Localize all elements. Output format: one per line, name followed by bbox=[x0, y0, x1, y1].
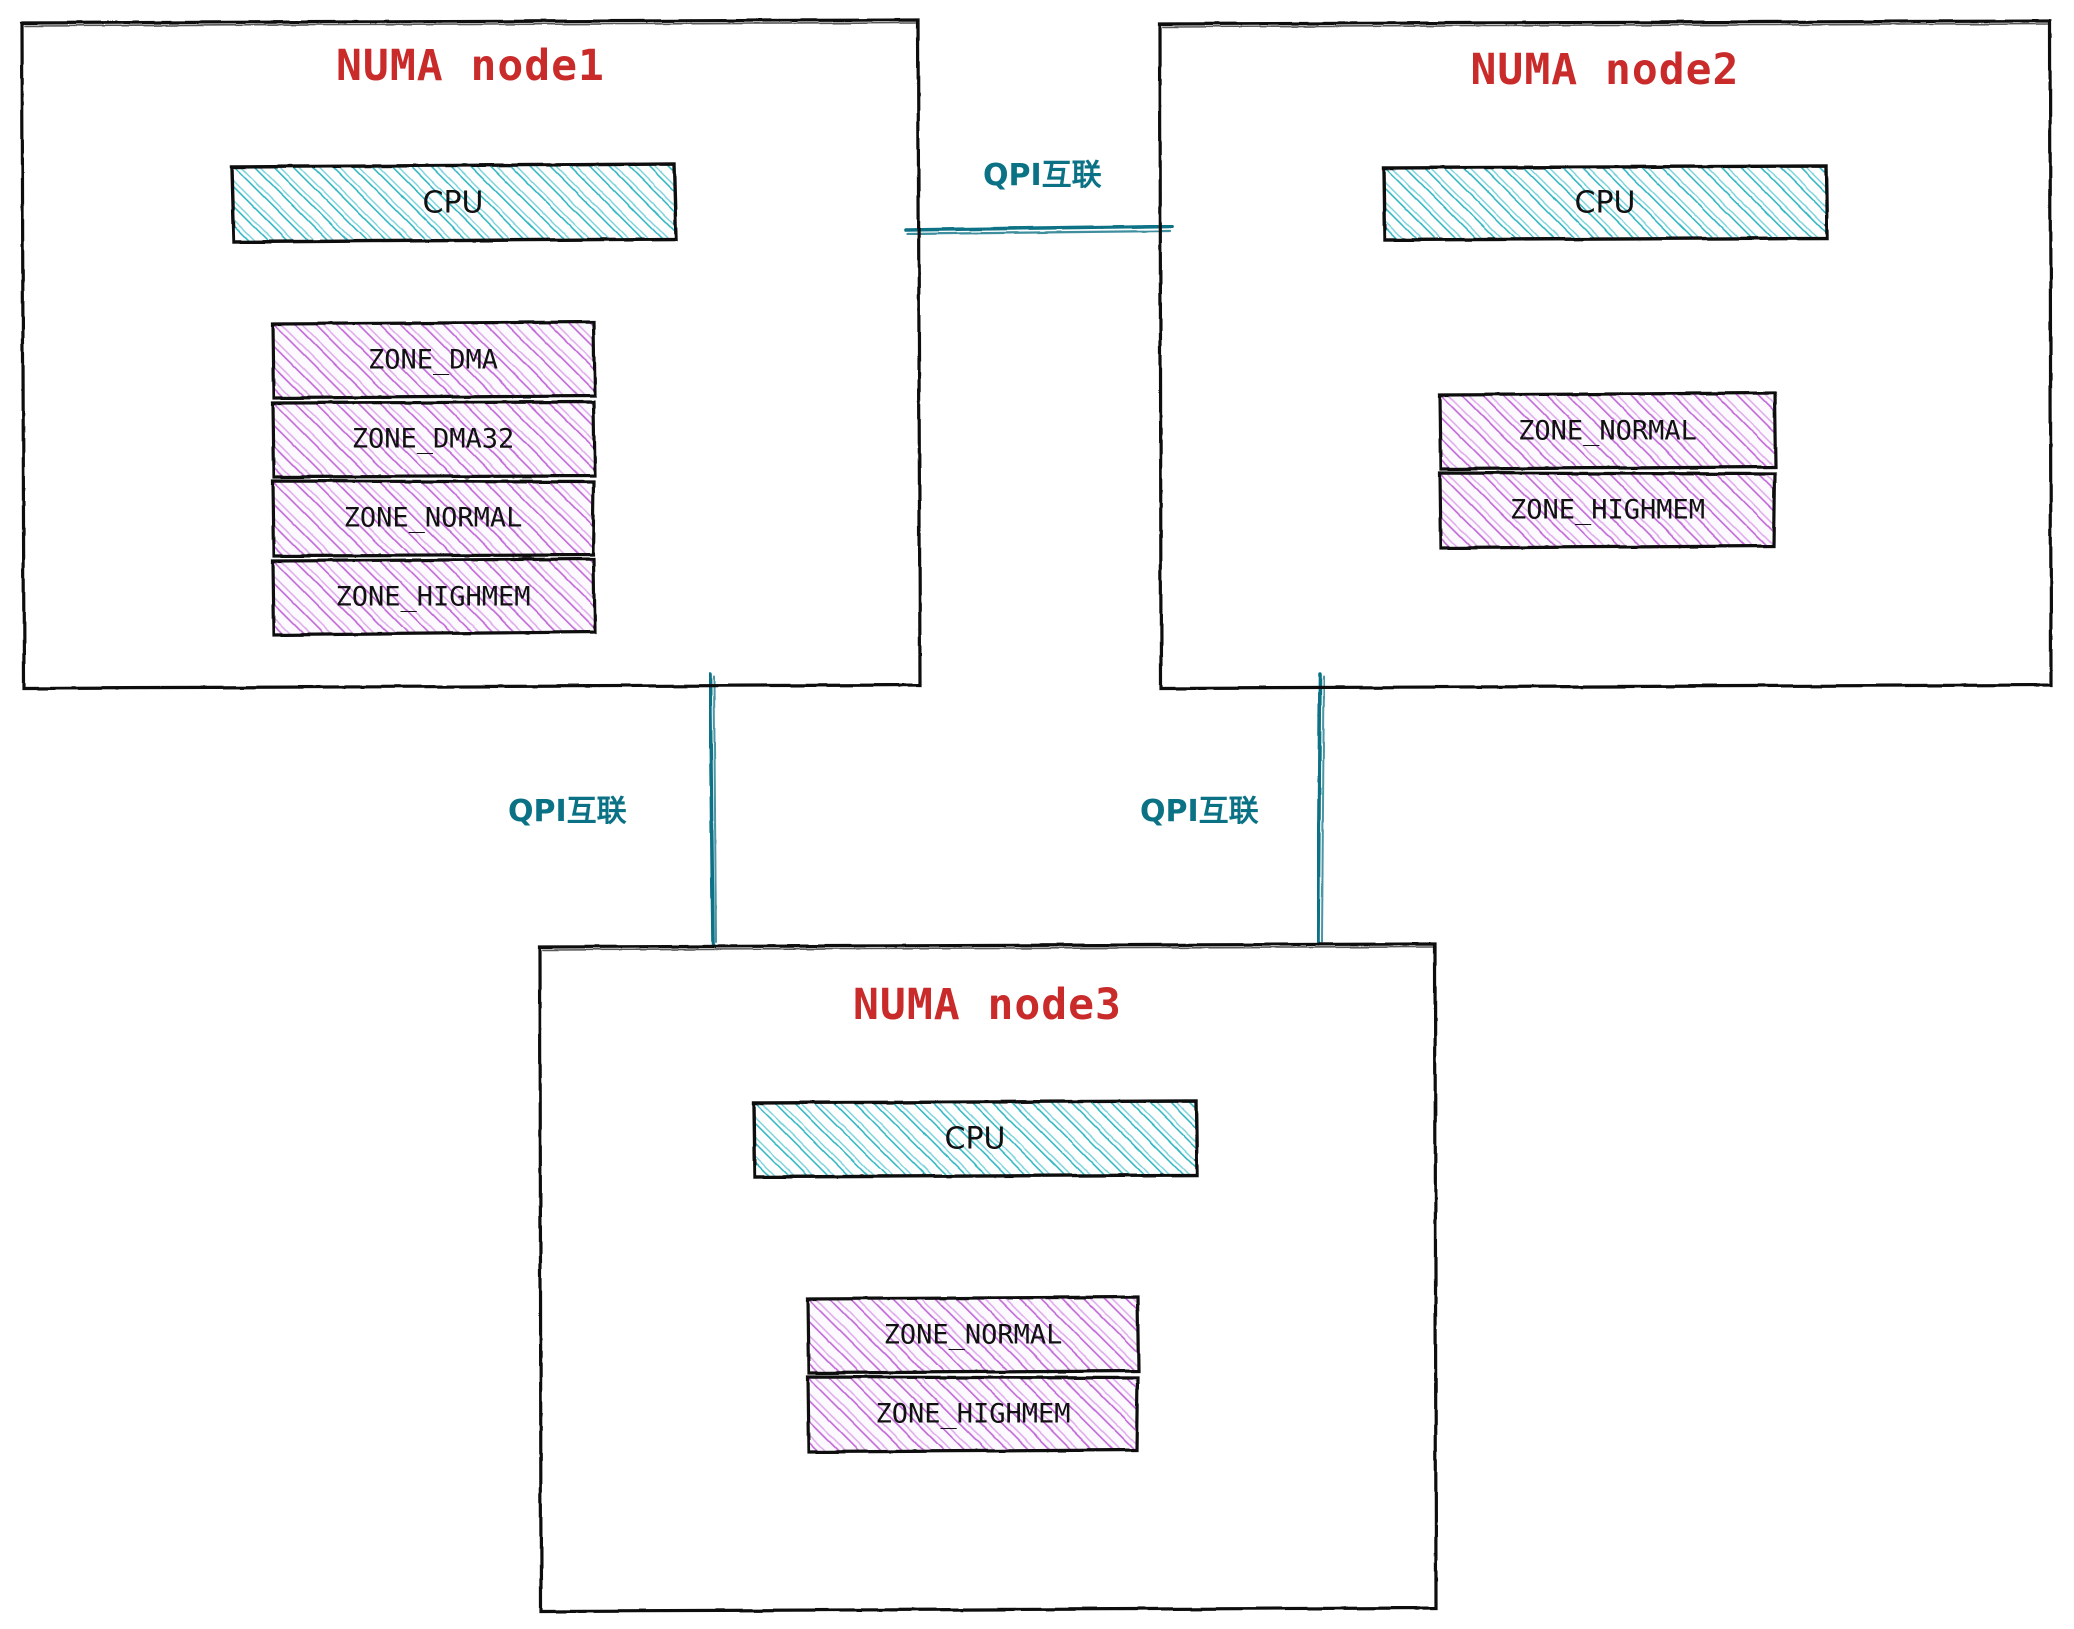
zone-hatch-fill bbox=[271, 320, 597, 400]
qpi-link-node2-node3-label: QPI互联 bbox=[1140, 794, 1259, 829]
numa-node1-title: NUMA node1 bbox=[336, 41, 605, 91]
numa-node1-zone-dma[interactable]: ZONE_DMA bbox=[268, 320, 598, 400]
zone-hatch-fill bbox=[1438, 391, 1778, 471]
numa-node3-zone-normal[interactable]: ZONE_NORMAL bbox=[803, 1295, 1143, 1375]
numa-node1-zone-highmem-label: ZONE_HIGHMEM bbox=[335, 581, 531, 613]
qpi-link-node1-node3-label: QPI互联 bbox=[508, 794, 627, 829]
numa-node2-border bbox=[1158, 19, 2053, 690]
cpu-hatch-fill bbox=[752, 1099, 1199, 1179]
numa-node2-zone-normal-label: ZONE_NORMAL bbox=[1518, 415, 1697, 447]
numa-node2-zone-normal[interactable]: ZONE_NORMAL bbox=[1435, 391, 1780, 471]
numa-node3-zone-normal-label: ZONE_NORMAL bbox=[883, 1319, 1063, 1351]
zone-hatch-fill bbox=[271, 479, 596, 558]
numa-node2-container[interactable]: NUMA node2 CPU ZONE_NORMAL bbox=[1155, 19, 2055, 691]
numa-node3-zone-highmem-label: ZONE_HIGHMEM bbox=[875, 1398, 1071, 1430]
numa-node3-border bbox=[538, 942, 1438, 1613]
numa-node1-container[interactable]: NUMA node1 CPU ZONE_DMA bbox=[18, 17, 923, 692]
numa-node1-zone-normal[interactable]: ZONE_NORMAL bbox=[268, 478, 598, 558]
numa-node2-title: NUMA node2 bbox=[1470, 45, 1740, 95]
numa-node1-zone-dma-label: ZONE_DMA bbox=[367, 344, 499, 376]
numa-node1-border bbox=[20, 18, 922, 690]
zone-hatch-fill bbox=[806, 1295, 1141, 1375]
zone-hatch-fill bbox=[1438, 471, 1777, 550]
numa-node1-zone-dma32-label: ZONE_DMA32 bbox=[351, 423, 515, 455]
numa-node1-cpu-box[interactable]: CPU bbox=[228, 162, 678, 244]
numa-node1-zone-normal-label: ZONE_NORMAL bbox=[343, 502, 523, 534]
numa-node1-zone-highmem[interactable]: ZONE_HIGHMEM bbox=[268, 557, 598, 637]
numa-node3-cpu-box[interactable]: CPU bbox=[750, 1099, 1200, 1179]
numa-node2-cpu-box[interactable]: CPU bbox=[1380, 164, 1830, 242]
zone-hatch-fill bbox=[271, 557, 597, 637]
qpi-link-node2-node3-line bbox=[1316, 672, 1325, 946]
numa-node3-container[interactable]: NUMA node3 CPU ZONE_NORMAL bbox=[535, 942, 1440, 1614]
numa-node3-zone-highmem[interactable]: ZONE_HIGHMEM bbox=[803, 1374, 1143, 1454]
qpi-link-node1-node2-line bbox=[904, 224, 1174, 236]
numa-node1-zone-dma32[interactable]: ZONE_DMA32 bbox=[268, 399, 598, 479]
numa-node1-cpu-label: CPU bbox=[422, 185, 484, 221]
numa-node2-zone-highmem[interactable]: ZONE_HIGHMEM bbox=[1435, 470, 1780, 550]
numa-node3-title: NUMA node3 bbox=[853, 980, 1122, 1030]
qpi-link-node1-node3-line bbox=[708, 672, 717, 946]
cpu-hatch-fill bbox=[1382, 164, 1829, 242]
zone-hatch-fill bbox=[271, 400, 597, 479]
cpu-hatch-fill bbox=[230, 162, 678, 244]
numa-node3-cpu-label: CPU bbox=[944, 1121, 1006, 1157]
qpi-link-node1-node2-label: QPI互联 bbox=[983, 158, 1102, 193]
numa-node2-cpu-label: CPU bbox=[1574, 185, 1636, 221]
numa-node2-zone-highmem-label: ZONE_HIGHMEM bbox=[1509, 494, 1706, 526]
zone-hatch-fill bbox=[806, 1375, 1140, 1454]
